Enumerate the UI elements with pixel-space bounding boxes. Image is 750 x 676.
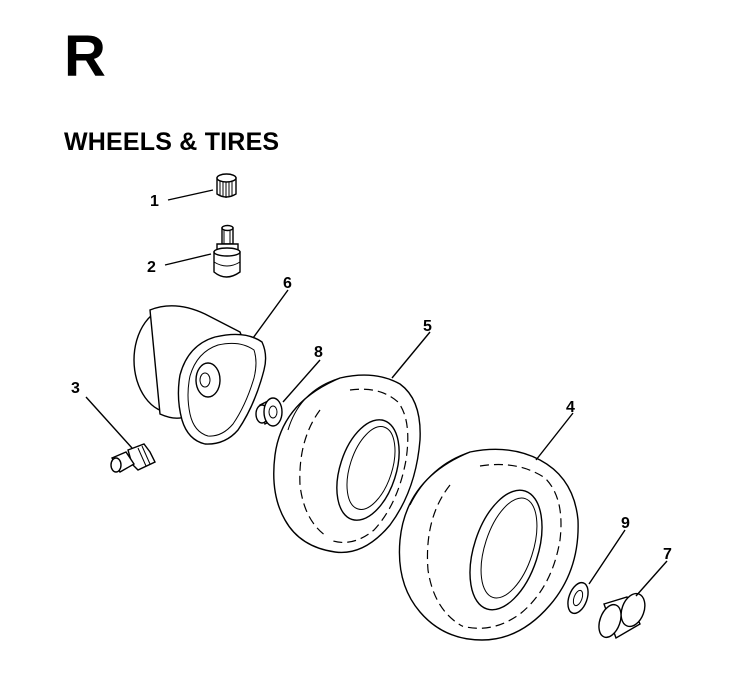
leader-line-7 — [635, 560, 668, 597]
callout-6: 6 — [283, 275, 292, 292]
part-valve-cap — [216, 173, 237, 198]
callout-8: 8 — [314, 344, 323, 361]
callout-2: 2 — [147, 259, 156, 276]
callout-9: 9 — [621, 515, 630, 532]
leader-line-2 — [164, 253, 212, 266]
part-tire-outer — [398, 448, 579, 641]
leader-line-4 — [535, 412, 574, 461]
leader-line-6 — [252, 289, 289, 339]
leader-line-1 — [167, 189, 214, 201]
part-bolt — [110, 443, 156, 473]
leader-line-8 — [282, 359, 321, 403]
callout-7: 7 — [663, 546, 672, 563]
part-washer — [567, 581, 589, 615]
part-hub-cap — [598, 592, 646, 640]
part-wheel-rim — [133, 305, 267, 445]
section-letter: R — [64, 24, 106, 89]
section-title: WHEELS & TIRES — [64, 128, 280, 156]
callout-4: 4 — [566, 399, 575, 416]
part-valve-stem — [213, 224, 241, 278]
callout-5: 5 — [423, 318, 432, 335]
leader-line-3 — [85, 396, 133, 449]
callout-3: 3 — [71, 380, 80, 397]
leader-line-9 — [588, 529, 626, 585]
part-tire-inner — [273, 374, 421, 554]
callout-1: 1 — [150, 193, 159, 210]
leader-line-5 — [391, 331, 431, 379]
part-bushing — [255, 397, 283, 427]
